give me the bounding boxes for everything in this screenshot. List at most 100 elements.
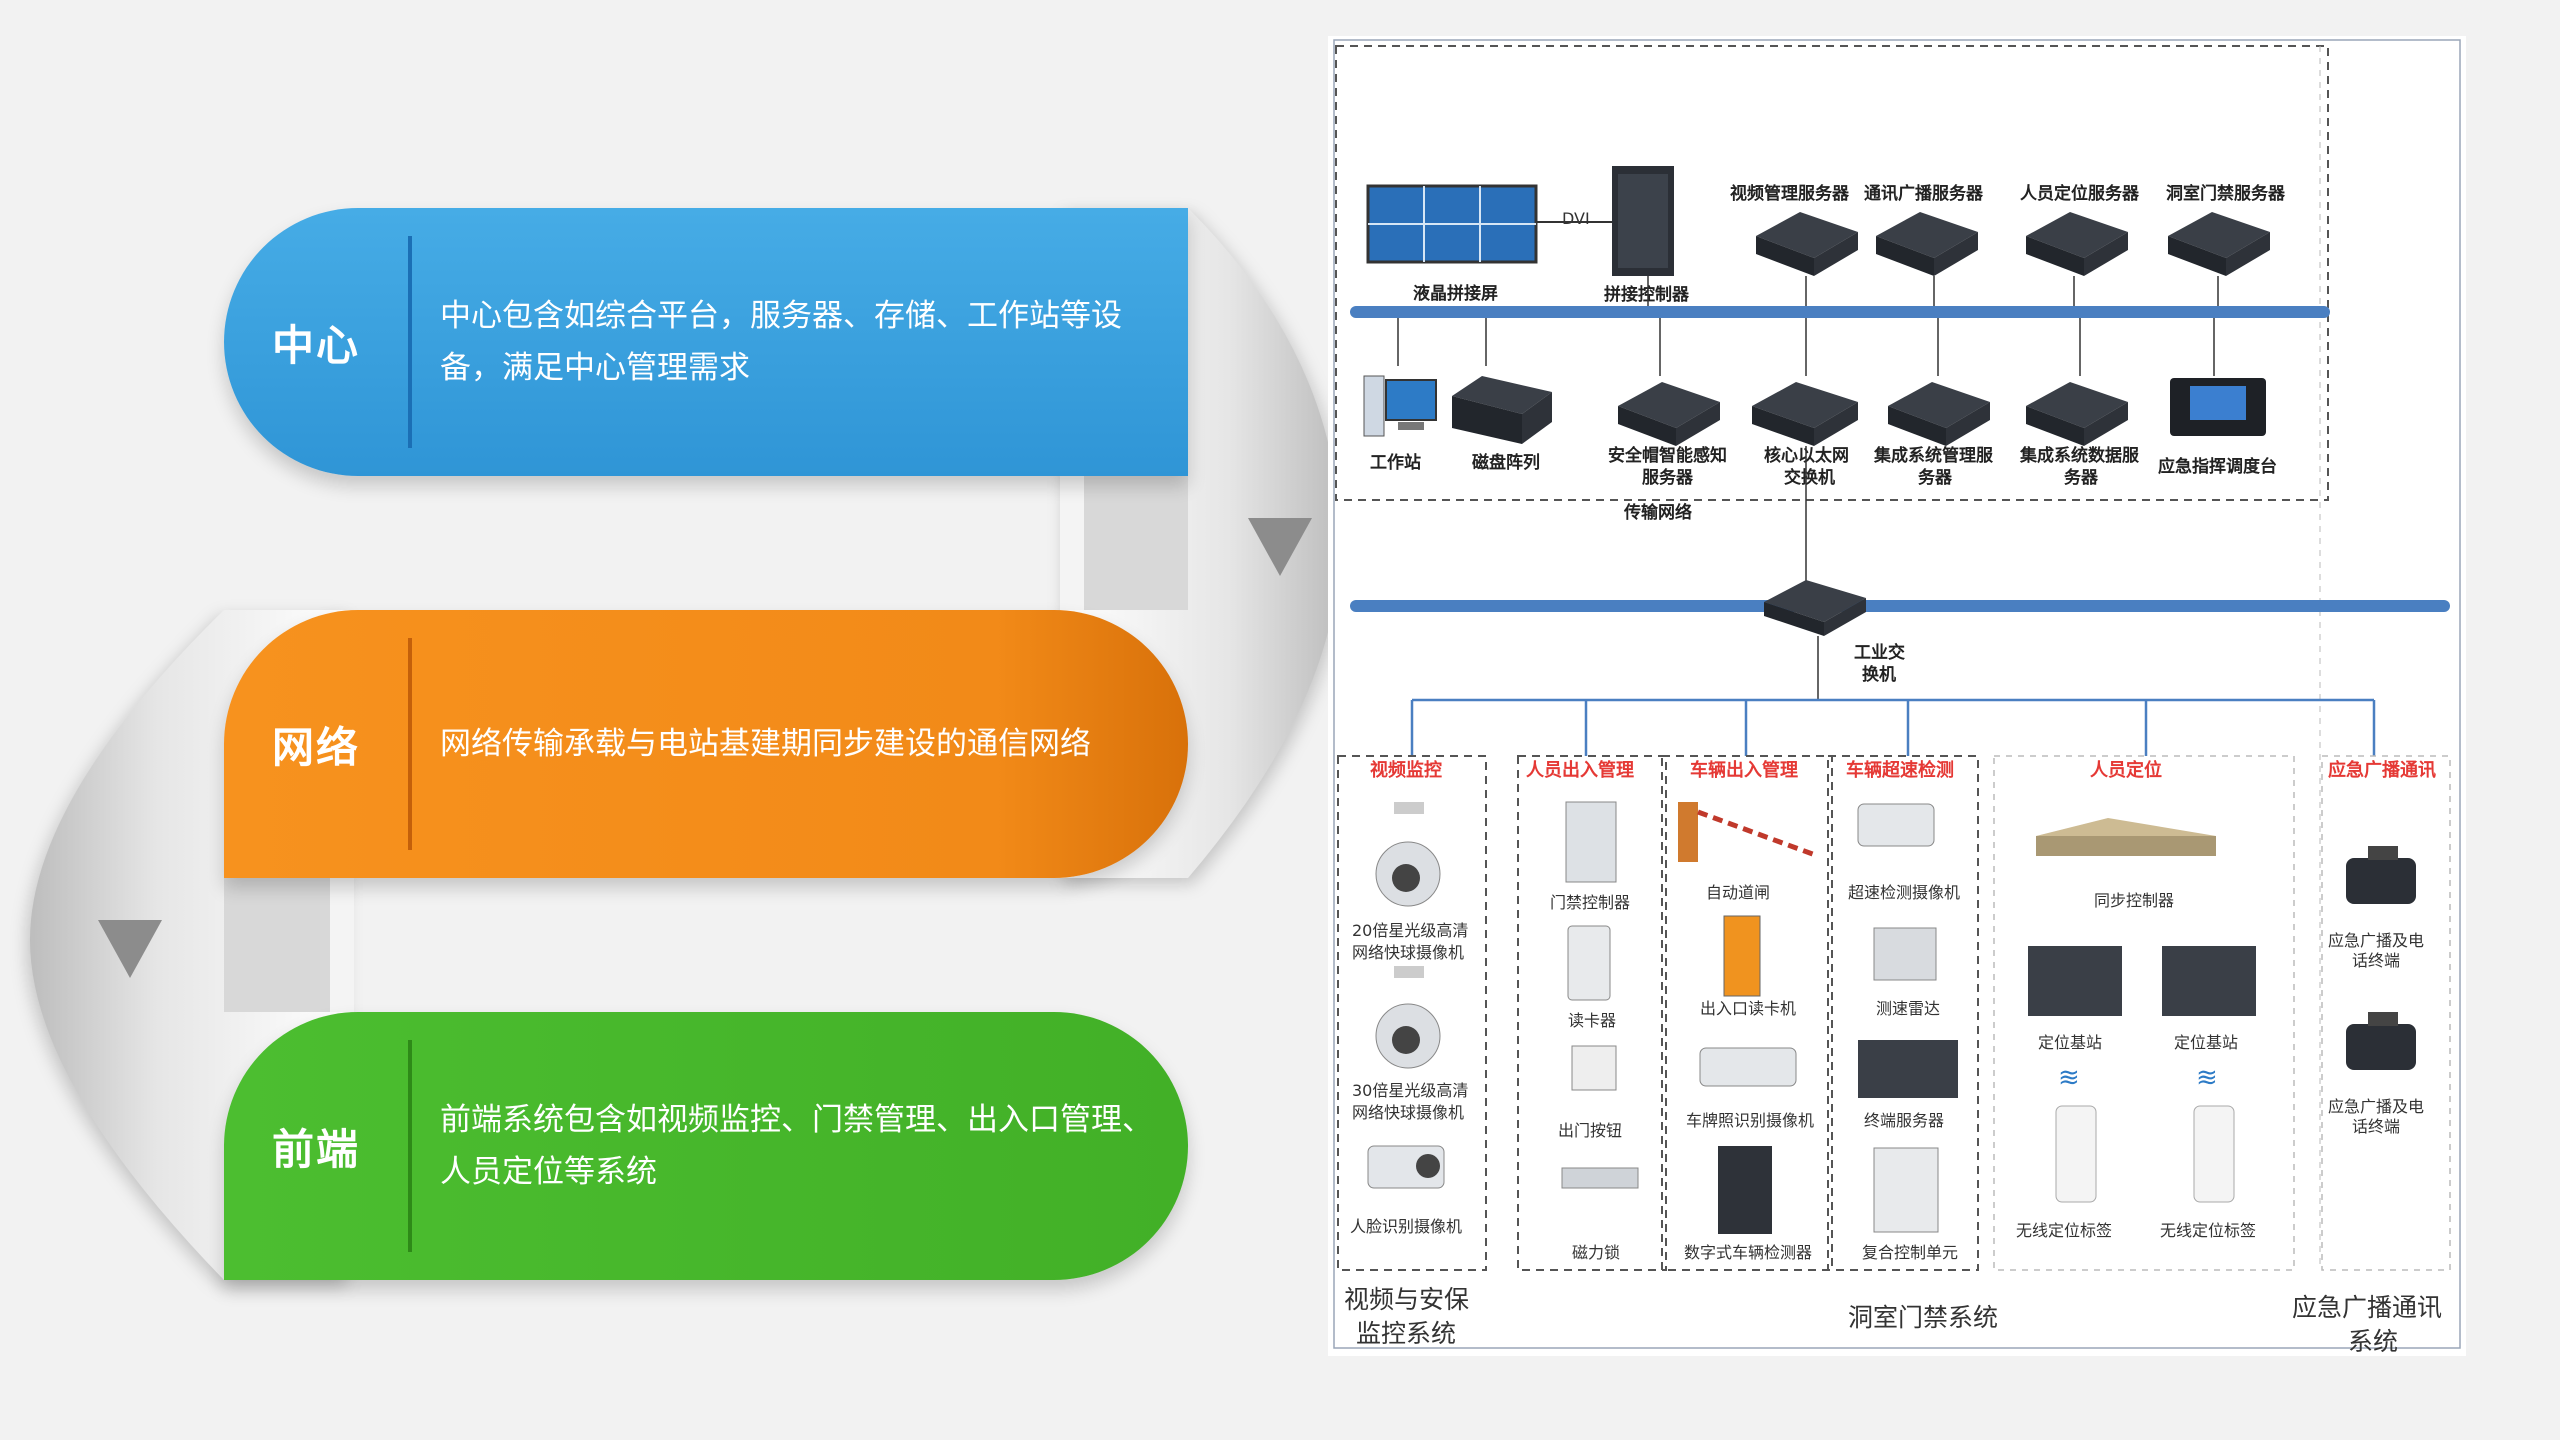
exit-button-icon	[1571, 1045, 1617, 1091]
phone-icon	[2346, 846, 2416, 904]
group-title: 车辆超速检测	[1846, 759, 1954, 781]
device-label: 话终端	[2352, 1117, 2400, 1136]
frontend-band: 前端 前端系统包含如视频监控、门禁管理、出入口管理、人员定位等系统	[224, 1012, 1188, 1280]
band-title: 网络	[271, 722, 360, 772]
system-label: 应急广播通讯	[2292, 1293, 2442, 1322]
device-label: 门禁控制器	[1550, 893, 1630, 912]
door-controller-icon	[1565, 801, 1617, 883]
device-label: 无线定位标签	[2160, 1221, 2256, 1240]
video-wall-icon	[1366, 184, 1538, 264]
helmet-server-label: 服务器	[1642, 467, 1694, 488]
device-label: 出门按钮	[1558, 1121, 1622, 1140]
disk-array-icon	[1452, 376, 1552, 444]
band-description: 网络传输承载与电站基建期同步建设的通信网络	[440, 726, 1091, 762]
band-title: 中心	[271, 320, 360, 370]
industrial-switch-label: 换机	[1862, 664, 1896, 685]
band-description: 中心包含如综合平台，服务器、存储、工作站等设备，满足中心管理需求	[440, 298, 1122, 386]
disk-array-label: 磁盘阵列	[1472, 452, 1540, 473]
device-label: 无线定位标签	[2016, 1221, 2112, 1240]
device-label: 应急广播及电	[2328, 931, 2424, 950]
control-unit-icon	[1873, 1147, 1939, 1233]
top-server-label: 通讯广播服务器	[1864, 183, 1984, 204]
device-label: 定位基站	[2038, 1033, 2102, 1052]
band-separator	[408, 236, 412, 448]
group-title: 人员出入管理	[1526, 759, 1634, 781]
workstation-icon	[1363, 375, 1437, 437]
plate-camera-icon	[1699, 1047, 1797, 1087]
center-bus	[1350, 306, 2330, 318]
barrier-gate-icon	[1678, 802, 1819, 862]
core-switch-label: 交换机	[1784, 467, 1835, 488]
system-label: 监控系统	[1356, 1319, 1456, 1348]
device-label: 话终端	[2352, 951, 2400, 970]
server-icon	[1876, 212, 1978, 276]
speed-radar-icon	[1873, 927, 1937, 981]
device-label: 复合控制单元	[1862, 1243, 1958, 1262]
camera-label: 网络快球摄像机	[1352, 943, 1464, 962]
system-label: 洞室门禁系统	[1848, 1303, 1998, 1332]
transport-network-label: 传输网络	[1623, 502, 1692, 523]
card-reader-icon	[1567, 925, 1611, 1001]
device-label: 同步控制器	[2094, 891, 2174, 910]
top-server-label: 人员定位服务器	[2020, 183, 2140, 204]
system-label: 视频与安保	[1344, 1285, 1469, 1314]
video-wall-label: 液晶拼接屏	[1413, 283, 1498, 304]
center-band: 中心 中心包含如综合平台，服务器、存储、工作站等设备，满足中心管理需求	[224, 208, 1188, 476]
server-icon	[1888, 382, 1990, 446]
card-machine-icon	[1723, 915, 1761, 997]
band-separator	[408, 1040, 412, 1252]
system-label: 系统	[2348, 1327, 2398, 1356]
sync-controller-icon	[2036, 818, 2216, 856]
device-label: 超速检测摄像机	[1848, 883, 1960, 902]
device-label: 磁力锁	[1572, 1243, 1620, 1262]
server-icon	[1618, 382, 1720, 446]
terminal-server-icon	[1858, 1040, 1958, 1098]
base-station-icon	[2028, 946, 2122, 1016]
speed-camera-icon	[1857, 803, 1935, 847]
magnetic-lock-icon	[1561, 1167, 1639, 1189]
tag-icon	[2193, 1105, 2235, 1203]
band-separator	[408, 638, 412, 850]
group-title: 应急广播通讯	[2328, 759, 2436, 781]
splice-controller-label: 拼接控制器	[1604, 284, 1690, 305]
core-switch-icon	[1752, 382, 1858, 446]
group-title: 人员定位	[2090, 759, 2162, 781]
top-server-label: 视频管理服务器	[1730, 183, 1850, 204]
camera-label: 20倍星光级高清	[1352, 921, 1468, 940]
server-icon	[1756, 212, 1858, 276]
face-camera-icon	[1367, 1145, 1445, 1189]
network-band: 网络 网络传输承载与电站基建期同步建设的通信网络	[224, 610, 1188, 878]
camera-label: 人脸识别摄像机	[1350, 1217, 1462, 1236]
device-label: 车牌照识别摄像机	[1686, 1111, 1814, 1130]
band-title: 前端	[271, 1124, 360, 1174]
down-arrow-icon	[1248, 518, 1312, 576]
device-label: 数字式车辆检测器	[1684, 1243, 1812, 1262]
emergency-console-label: 应急指挥调度台	[2158, 456, 2277, 477]
device-label: 自动道闸	[1706, 883, 1770, 902]
industrial-switch-icon	[1764, 580, 1866, 636]
splice-controller-icon	[1612, 166, 1674, 276]
signal-icon: ≋	[2058, 1063, 2080, 1093]
phone-icon	[2346, 1012, 2416, 1070]
server-icon	[2026, 212, 2128, 276]
server-icon	[2168, 212, 2270, 276]
server-icon	[2026, 382, 2128, 446]
network-bus	[1350, 600, 2450, 612]
integration-data-label: 务器	[2064, 467, 2099, 488]
vehicle-detector-icon	[1718, 1146, 1772, 1234]
group-title: 车辆出入管理	[1690, 759, 1798, 781]
integration-mgmt-label: 务器	[1918, 467, 1953, 488]
industrial-switch-label: 工业交	[1854, 642, 1905, 663]
integration-data-label: 集成系统数据服	[2019, 445, 2140, 466]
top-server-label: 洞室门禁服务器	[2166, 183, 2286, 204]
tag-icon	[2055, 1105, 2097, 1203]
group-title: 视频监控	[1370, 759, 1442, 781]
base-station-icon	[2162, 946, 2256, 1016]
dome-camera-icon	[1375, 966, 1441, 1069]
system-diagram: 液晶拼接屏 DVI 拼接控制器 视频管理服务器 通讯广播服务器 人员定位服务器 …	[1328, 36, 2466, 1356]
emergency-console-icon	[2170, 378, 2266, 436]
device-label: 定位基站	[2174, 1033, 2238, 1052]
down-arrow-icon	[98, 920, 162, 978]
dome-camera-icon	[1375, 802, 1441, 907]
dvi-label: DVI	[1562, 209, 1590, 228]
